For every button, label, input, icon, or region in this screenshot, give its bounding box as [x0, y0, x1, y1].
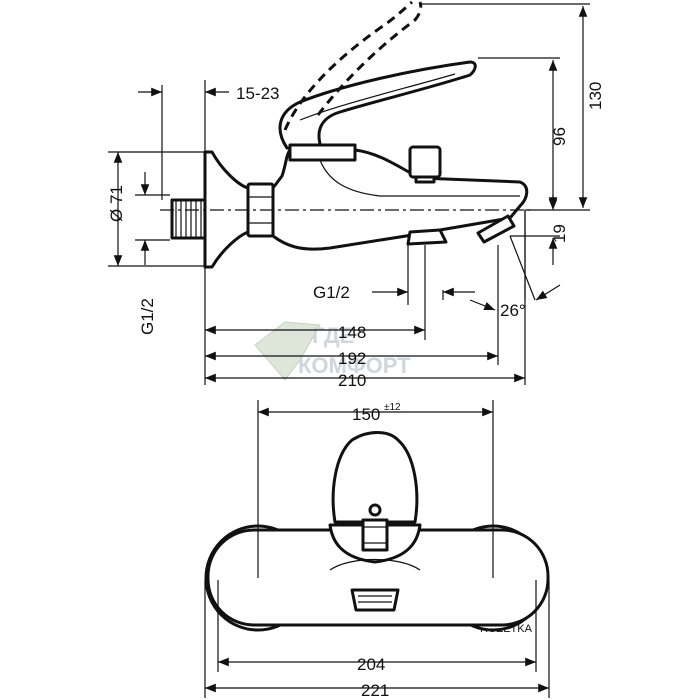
dim-width-204: 204: [357, 655, 385, 674]
lever-handle: [278, 60, 477, 152]
dim-height-total: 130: [586, 82, 605, 110]
front-aerator: [350, 588, 400, 612]
diverter-knob: [408, 145, 442, 179]
lever-raised-outline: [283, 0, 423, 131]
dim-angle: 26°: [500, 301, 526, 320]
dim-length-148: 148: [338, 323, 366, 342]
dim-length-210: 210: [338, 371, 366, 390]
front-diverter: [361, 518, 389, 552]
dim-inlet-thread: G1/2: [138, 298, 157, 335]
mixer-body: [271, 148, 529, 251]
side-view: 15-23 Ø 71 G1/2 130 96 19 G1/2 26° 148: [107, 0, 605, 390]
wall-flange: [170, 150, 275, 269]
shower-outlet: [406, 228, 448, 246]
dim-width-221: 221: [361, 681, 389, 700]
spout-aerator: [476, 214, 516, 244]
front-view: 150 ±12 204 221: [204, 400, 550, 700]
dim-length-192: 192: [338, 349, 366, 368]
front-lever: [331, 431, 419, 524]
dim-offset-range: 15-23: [236, 84, 279, 103]
dim-flange-diameter: Ø 71: [107, 185, 126, 222]
dim-center-distance: 150: [352, 405, 380, 424]
dim-center-tolerance: ±12: [384, 402, 401, 413]
dim-spout-offset: 19: [550, 224, 569, 243]
dim-height-spout: 96: [550, 127, 569, 146]
dim-outlet-thread: G1/2: [313, 283, 350, 302]
